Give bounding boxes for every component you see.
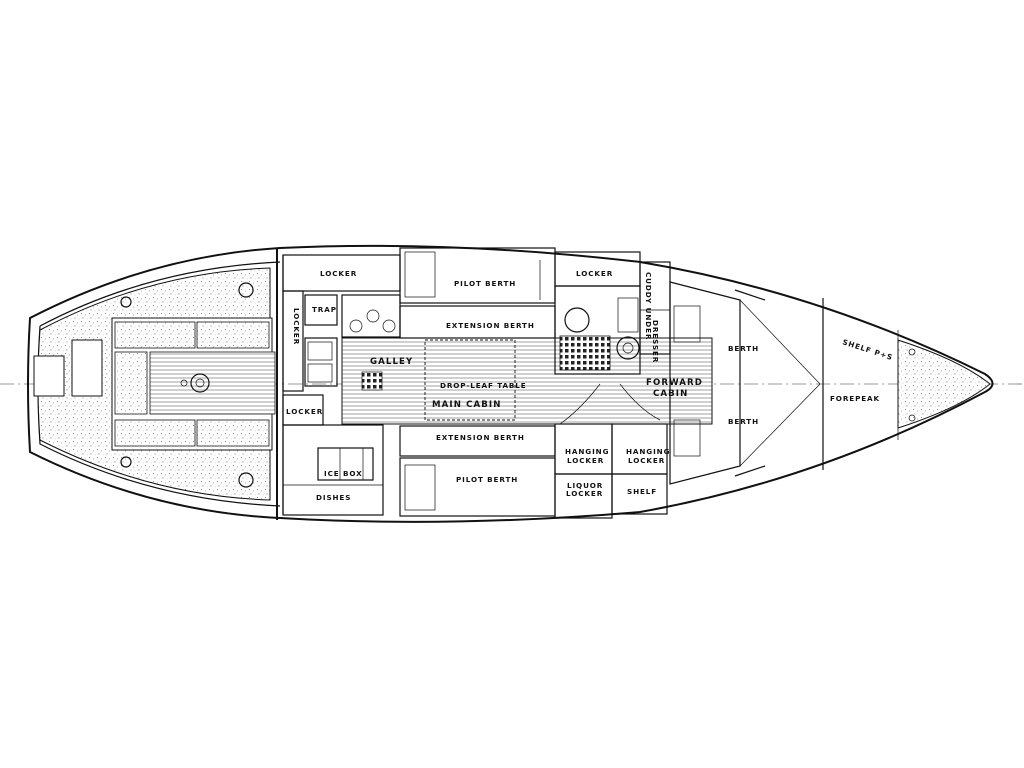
label-cuddy-under: CUDDY UNDER (644, 272, 653, 340)
label-berth-bottom: BERTH (728, 417, 759, 426)
hanging-lockers (554, 423, 668, 519)
label-pilot-berth-top: PILOT BERTH (454, 279, 516, 288)
label-forepeak: FOREPEAK (830, 394, 880, 403)
label-locker-fwd: LOCKER (576, 269, 613, 278)
label-extension-berth-bottom: EXTENSION BERTH (436, 433, 525, 442)
label-locker-aft: LOCKER (320, 269, 357, 278)
label-hanging-locker-2b: LOCKER (628, 456, 665, 465)
cockpit (33, 267, 276, 501)
label-locker-port: LOCKER (292, 308, 301, 345)
label-hanging-locker-2a: HANGING (626, 447, 670, 456)
label-ice-box: ICE BOX (324, 469, 363, 478)
label-dresser: DRESSER (651, 320, 660, 363)
label-trap: TRAP (312, 305, 337, 314)
label-extension-berth-top: EXTENSION BERTH (446, 321, 535, 330)
label-liquor-locker-a: LIQUOR (567, 481, 603, 490)
label-forward-cabin-1: FORWARD (646, 378, 703, 388)
label-dishes: DISHES (316, 493, 351, 502)
label-hanging-locker-1a: HANGING (565, 447, 609, 456)
label-liquor-locker-b: LOCKER (566, 489, 603, 498)
label-shelf-ps: SHELF P+S (841, 337, 894, 362)
v-berth (669, 281, 821, 485)
label-forward-cabin-2: CABIN (653, 389, 688, 399)
label-berth-top: BERTH (728, 344, 759, 353)
cabin-sole (341, 337, 713, 425)
bow-deck (897, 339, 991, 429)
label-main-cabin: MAIN CABIN (432, 400, 501, 410)
drop-leaf-table (424, 339, 516, 421)
label-hanging-locker-1b: LOCKER (567, 456, 604, 465)
label-pilot-berth-bottom: PILOT BERTH (456, 475, 518, 484)
label-drop-leaf-table: DROP-LEAF TABLE (440, 381, 527, 390)
label-shelf-bottom: SHELF (627, 487, 657, 496)
hull-outline (27, 244, 994, 523)
label-locker-side: LOCKER (286, 407, 323, 416)
label-galley: GALLEY (370, 357, 413, 367)
